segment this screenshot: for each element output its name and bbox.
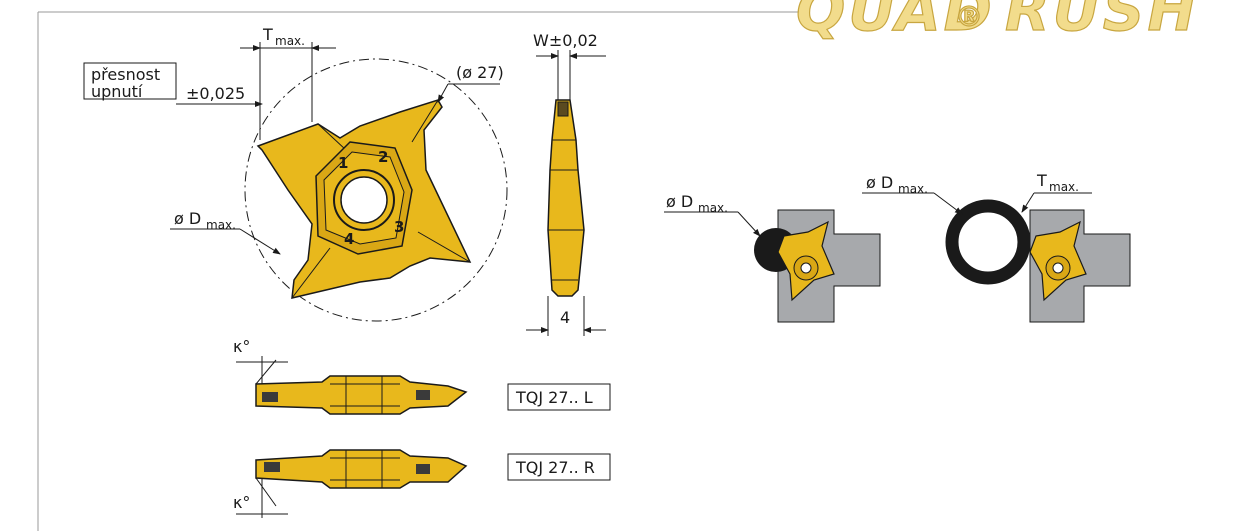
- clamp-accuracy-line2: upnutí: [91, 82, 143, 101]
- d-max-sub-app1: max.: [698, 201, 728, 215]
- thickness-label: 4: [560, 308, 570, 327]
- application-view-d-max: ø D max.: [664, 192, 881, 323]
- kappa-label-left: κ°: [233, 337, 250, 356]
- diameter-27-label: (ø 27): [456, 63, 504, 82]
- d-max-label-app1: ø D: [666, 192, 693, 211]
- model-right-box: TQJ 27.. R: [507, 453, 611, 481]
- svg-text:QUAD: QUAD: [796, 0, 995, 44]
- insert-side-view: [547, 99, 585, 297]
- insert-top-view-right: κ°: [233, 449, 468, 518]
- svg-text:RUSH: RUSH: [1005, 0, 1199, 44]
- model-left-box: TQJ 27.. L: [507, 383, 611, 411]
- quad-rush-logo: QUAD ® RUSH: [795, 0, 1199, 45]
- thickness-dimension: 4: [526, 296, 606, 336]
- inscribed-circle: [244, 58, 508, 322]
- insert-number-3: 3: [394, 218, 404, 236]
- clamp-accuracy-line1: přesnost: [91, 65, 160, 84]
- insert-front-view: 1 2 3 4: [244, 58, 508, 322]
- d-max-label-front: ø D: [174, 209, 201, 228]
- width-tolerance-label: W±0,02: [533, 31, 598, 50]
- svg-text:®: ®: [955, 0, 986, 33]
- application-view-ring: ø D max. T max.: [862, 171, 1131, 323]
- insert-top-view-left: κ°: [233, 337, 468, 415]
- width-dimension: W±0,02: [533, 31, 606, 100]
- d-max-sub-app2: max.: [898, 182, 928, 196]
- insert-number-2: 2: [378, 148, 388, 166]
- t-max-sub-app2: max.: [1049, 180, 1079, 194]
- diameter-27-leader: (ø 27): [437, 63, 504, 103]
- clamp-tolerance: ±0,025: [186, 84, 245, 103]
- d-max-label-app2: ø D: [866, 173, 893, 192]
- insert-number-4: 4: [344, 230, 354, 248]
- insert-number-1: 1: [338, 154, 348, 172]
- model-left-label: TQJ 27.. L: [515, 388, 593, 407]
- insert-edges: [291, 99, 471, 299]
- model-right-label: TQJ 27.. R: [515, 458, 595, 477]
- workpiece-ring: [945, 199, 1031, 285]
- center-hole: [340, 176, 388, 224]
- clamp-accuracy: přesnost upnutí ±0,025: [83, 62, 263, 107]
- t-max-label-app2: T: [1036, 171, 1047, 190]
- t-max-label: T: [262, 25, 273, 44]
- kappa-label-right: κ°: [233, 493, 250, 512]
- d-max-leader-front: ø D max.: [170, 209, 281, 255]
- t-max-sub: max.: [275, 34, 305, 48]
- d-max-sub-front: max.: [206, 218, 236, 232]
- t-max-dimension: T max.: [240, 25, 336, 140]
